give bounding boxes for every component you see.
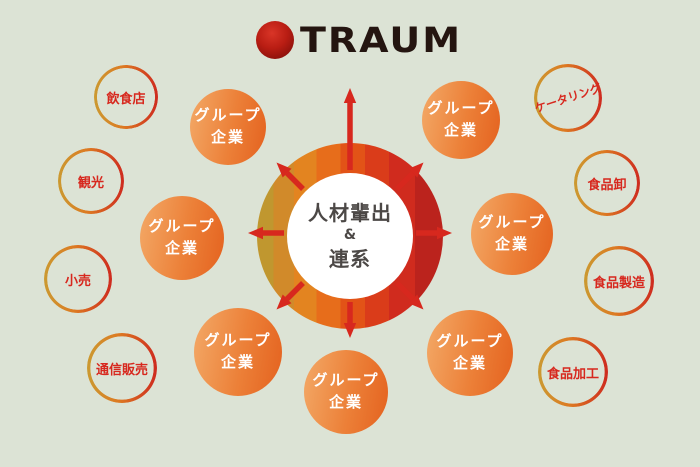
group-label-line2: 企業 xyxy=(220,353,255,371)
industry-label: 観光 xyxy=(77,175,104,191)
group-label-line2: 企業 xyxy=(328,393,363,411)
center-title-line2: 連系 xyxy=(329,246,371,271)
group-label-line2: 企業 xyxy=(452,354,487,372)
circle-outline xyxy=(94,65,158,129)
industry-label: 飲食店 xyxy=(106,91,146,107)
industry-circle-tourism: 観光 xyxy=(58,148,124,214)
industry-label: 食品加工 xyxy=(546,366,599,382)
red-globe-icon xyxy=(256,21,294,59)
group-circle-left: グループ 企業 xyxy=(140,196,224,280)
group-circle-bottom-center: グループ 企業 xyxy=(304,350,388,434)
industry-label: 小売 xyxy=(64,273,91,289)
industry-label: 食品卸 xyxy=(587,177,627,193)
group-label-line1: グループ xyxy=(312,371,380,390)
circle-outline xyxy=(44,245,112,313)
group-label-line1: グループ xyxy=(427,99,495,118)
group-label-line1: グループ xyxy=(436,332,504,351)
circle-outline xyxy=(534,64,602,132)
group-circle-top-right: グループ 企業 xyxy=(422,81,500,159)
industry-label: 食品製造 xyxy=(592,275,645,291)
group-label-line2: 企業 xyxy=(494,235,529,253)
industry-circle-catering: ケータリング xyxy=(533,64,603,132)
group-label-line1: グループ xyxy=(194,106,262,125)
industry-label: 通信販売 xyxy=(95,362,148,378)
circle-outline xyxy=(574,150,640,216)
circle-outline xyxy=(538,337,608,407)
group-label-line2: 企業 xyxy=(164,239,199,257)
central-ring: 人材輩出 & 連系 xyxy=(257,143,443,329)
circle-outline xyxy=(58,148,124,214)
industry-circle-food-processing: 食品加工 xyxy=(538,337,608,407)
center-title-line1: 人材輩出 xyxy=(308,201,392,226)
industry-circle-food-wholesale: 食品卸 xyxy=(574,150,640,216)
group-circle-right: グループ 企業 xyxy=(471,193,553,275)
industry-circle-retail: 小売 xyxy=(44,245,112,313)
industry-circle-restaurant: 飲食店 xyxy=(94,65,158,129)
industry-label: ケータリング xyxy=(533,80,603,116)
group-circle-bottom-right: グループ 企業 xyxy=(427,310,513,396)
group-label-line2: 企業 xyxy=(210,128,245,146)
circle-outline xyxy=(584,246,654,316)
circle-outline xyxy=(87,333,157,403)
group-label-line1: グループ xyxy=(204,331,272,350)
traum-logo: TRAUM xyxy=(256,21,462,59)
group-circle-bottom-left: グループ 企業 xyxy=(194,308,282,396)
central-circle: 人材輩出 & 連系 xyxy=(287,173,413,299)
group-label-line2: 企業 xyxy=(443,121,478,139)
industry-circle-food-manufacturing: 食品製造 xyxy=(584,246,654,316)
group-circle-top-left: グループ 企業 xyxy=(190,89,266,165)
industry-circle-mail-order: 通信販売 xyxy=(87,333,157,403)
center-ampersand: & xyxy=(343,227,357,244)
group-label-line1: グループ xyxy=(148,217,216,236)
group-label-line1: グループ xyxy=(478,213,546,232)
logo-text: TRAUM xyxy=(300,19,463,61)
